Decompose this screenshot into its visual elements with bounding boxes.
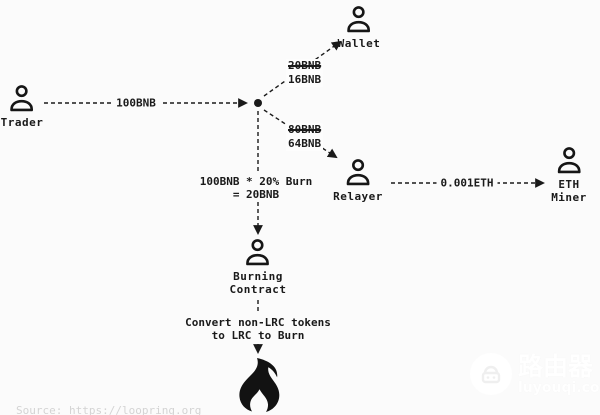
person-icon [346, 159, 370, 186]
burning-contract-label-line2: Contract [229, 283, 287, 296]
person-icon [347, 6, 371, 33]
burn-calculation: 100BNB * 20% Burn = 20BNB [195, 174, 317, 202]
relayer-old-amount: 80BNB [288, 123, 322, 136]
eth-miner-label-line1: ETH [558, 178, 580, 191]
eth-miner-label-line2: Miner [551, 191, 587, 204]
split-junction-dot [254, 99, 262, 107]
person-icon [10, 85, 34, 112]
relayer-new-amount: 64BNB [288, 137, 322, 150]
label-0001eth: 0.001ETH [436, 175, 498, 191]
wallet-old-amount: 20BNB [288, 59, 322, 72]
wallet-label: Wallet [337, 37, 381, 50]
router-logo-icon [470, 353, 512, 395]
flame-icon [239, 358, 280, 412]
person-icon [246, 239, 270, 266]
relayer-label: Relayer [333, 190, 383, 203]
burn-calc-line2: = 20BNB [232, 188, 280, 201]
node-trader: Trader [1, 84, 44, 129]
watermark-domain: luyouqi.com [518, 379, 600, 396]
convert-note-line1: Convert non-LRC tokens [185, 316, 331, 329]
wallet-new-amount: 16BNB [288, 73, 322, 86]
watermark-brand: 路由器 [518, 351, 594, 381]
burning-contract-label-line1: Burning [233, 270, 283, 283]
convert-note: Convert non-LRC tokens to LRC to Burn [181, 314, 335, 344]
node-burning-contract: Burning Contract [230, 238, 287, 296]
source-caption: Source: https://loopring.org [16, 404, 202, 415]
trader-label: Trader [0, 116, 44, 129]
burn-calc-line1: 100BNB * 20% Burn [199, 175, 313, 188]
label-100bnb: 100BNB [112, 95, 160, 111]
node-eth-miner: ETH Miner [551, 146, 587, 204]
site-watermark: 路由器 luyouqi.com [470, 344, 600, 404]
person-icon [557, 147, 581, 174]
pool-to-relayer-amounts: 80BNB 64BNB [286, 123, 324, 151]
convert-note-line2: to LRC to Burn [211, 329, 305, 342]
pool-to-wallet-amounts: 20BNB 16BNB [286, 59, 324, 87]
node-relayer: Relayer [333, 158, 383, 203]
edge-pool-to-wallet [263, 40, 342, 97]
watermark-text: 路由器 luyouqi.com [518, 354, 600, 395]
node-wallet: Wallet [338, 5, 381, 50]
